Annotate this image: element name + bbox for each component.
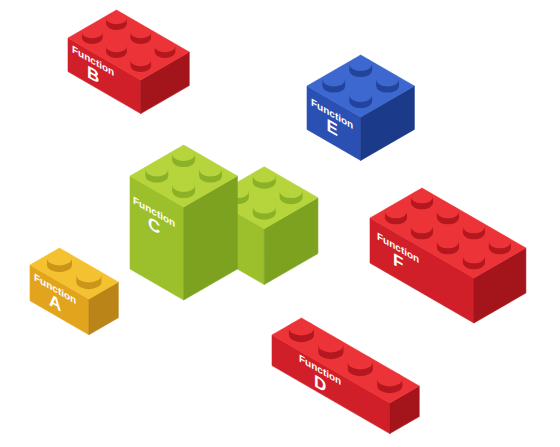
stud-top (172, 148, 195, 161)
stud-top (411, 191, 433, 204)
stud-top (349, 89, 372, 102)
stud-top (437, 236, 459, 249)
stud-top (47, 251, 72, 265)
stud-top (199, 163, 222, 176)
stud-top (172, 179, 195, 192)
lego-brick: FunctionA (30, 248, 119, 335)
stud-top (489, 236, 511, 249)
lego-brick: FunctionE (307, 55, 415, 161)
stud-top (130, 54, 151, 66)
stud-top (82, 26, 103, 38)
stud-top (318, 338, 343, 352)
stud-top (385, 206, 407, 219)
lego-brick: FunctionF (370, 188, 526, 323)
stud-top (348, 355, 373, 369)
brick-shape (272, 318, 420, 434)
stud-top (280, 185, 303, 198)
lego-brick: FunctionC (130, 145, 318, 300)
stud-top (322, 73, 345, 86)
lego-brick: FunctionD (272, 318, 420, 434)
stud-top (253, 169, 276, 182)
brick-face (30, 248, 118, 299)
stud-top (253, 200, 276, 213)
stud-top (349, 58, 372, 71)
stud-top (76, 268, 101, 282)
stud-top (463, 251, 485, 264)
brick-shape (30, 248, 119, 335)
brick-face (130, 145, 237, 207)
stud-top (130, 26, 151, 38)
stud-top (106, 12, 127, 24)
stud-top (145, 163, 168, 176)
stud-top (463, 221, 485, 234)
brick-face (272, 318, 419, 403)
stud-top (437, 206, 459, 219)
stud-top (376, 73, 399, 86)
stud-top (411, 221, 433, 234)
stud-top (106, 40, 127, 52)
stud-top (155, 40, 176, 52)
stud-top (289, 321, 314, 335)
stud-top (377, 372, 402, 386)
lego-brick: FunctionB (68, 10, 190, 114)
brick-face (68, 10, 189, 80)
